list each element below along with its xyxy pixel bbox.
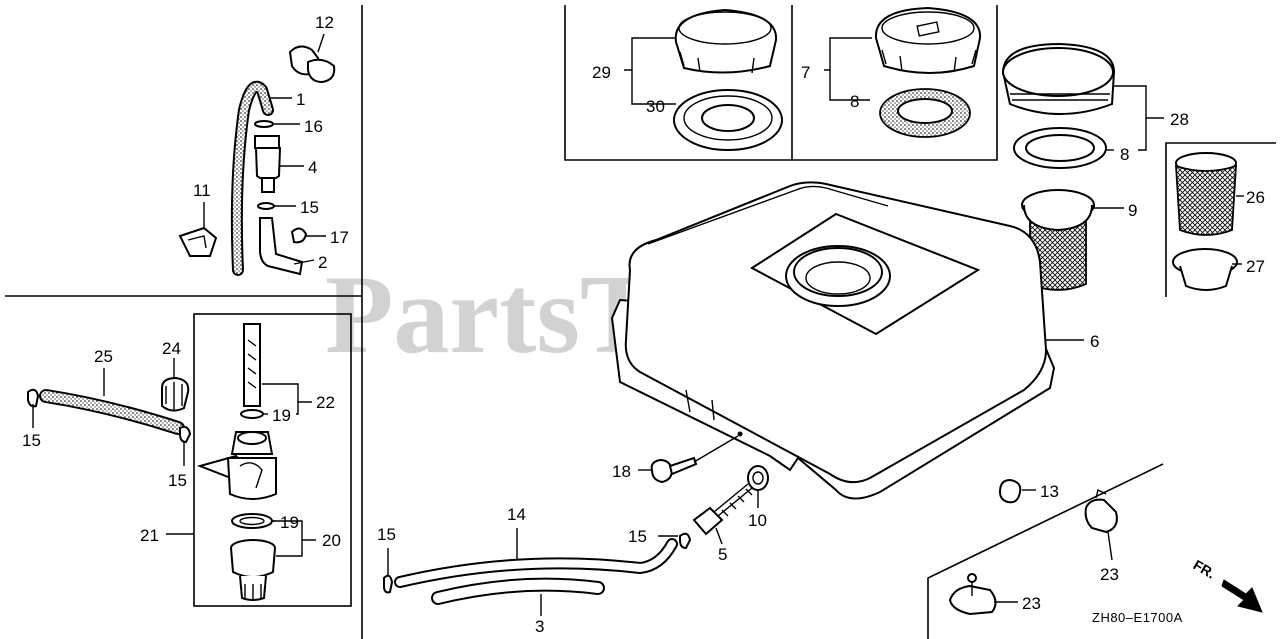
part-19-oring-lower — [231, 513, 273, 529]
part-27-ring — [1172, 248, 1238, 291]
part-2-hose — [259, 217, 304, 276]
part-4-filter — [254, 135, 282, 193]
callout-12: 12 — [315, 13, 334, 32]
callout-4: 4 — [308, 158, 317, 177]
callout-15-bottom-left: 15 — [377, 525, 396, 544]
callout-26: 26 — [1246, 188, 1265, 207]
part-12-clip — [288, 45, 336, 84]
part-11-clip — [178, 226, 218, 257]
callout-15-upper: 15 — [300, 198, 319, 217]
part-29-cap — [674, 8, 778, 74]
callout-14: 14 — [507, 505, 526, 524]
part-20-cup — [230, 539, 276, 601]
leader-lines — [32, 33, 1244, 616]
part-28-cap — [1001, 42, 1116, 115]
part-1-hose — [230, 80, 274, 276]
callout-8-top: 8 — [850, 92, 859, 111]
frame-lines — [5, 5, 1276, 639]
callout-29: 29 — [592, 63, 611, 82]
diagram-code: ZH80–E1700A — [1092, 610, 1183, 625]
part-22-pipe — [243, 323, 261, 407]
callout-1: 1 — [296, 90, 305, 109]
part-25-hose — [39, 389, 185, 435]
part-13-grommet — [998, 478, 1022, 504]
part-8-gasket-right — [1013, 127, 1107, 169]
callout-15-bottom-right: 15 — [628, 527, 647, 546]
callout-15-left: 15 — [22, 431, 41, 450]
part-15-clip-left — [27, 388, 40, 408]
callout-30: 30 — [646, 97, 665, 116]
part-15-clip-bottom-left — [383, 574, 394, 594]
callout-11: 11 — [193, 181, 211, 200]
part-16-clip — [254, 120, 274, 128]
part-14-hose — [394, 538, 678, 588]
part-10-washer — [747, 465, 769, 491]
part-19-oring-upper — [240, 409, 264, 419]
part-6-fuel-tank — [610, 181, 1056, 500]
callout-16: 16 — [304, 117, 323, 136]
direction-arrow — [1221, 579, 1263, 613]
callout-9: 9 — [1128, 201, 1137, 220]
callout-22: 22 — [316, 393, 335, 412]
part-18-bolt — [650, 456, 698, 484]
part-23-knob-bottom — [948, 573, 997, 616]
callout-13: 13 — [1040, 482, 1059, 501]
callout-17: 17 — [330, 228, 349, 247]
part-15-clip-bottom-right — [679, 532, 692, 550]
callout-24: 24 — [162, 339, 181, 358]
part-7-cap — [874, 6, 982, 74]
part-26-strainer — [1175, 152, 1237, 236]
callout-3: 3 — [535, 617, 544, 636]
callout-15-mid: 15 — [168, 471, 187, 490]
callout-2: 2 — [318, 253, 327, 272]
callout-23-right: 23 — [1100, 565, 1119, 584]
direction-label: FR. — [1191, 556, 1219, 581]
callout-21: 21 — [140, 526, 159, 545]
part-24-cap — [161, 376, 190, 412]
part-8-gasket-top — [879, 88, 971, 138]
callout-18: 18 — [612, 462, 631, 481]
callout-20: 20 — [322, 531, 341, 550]
part-21-valve — [196, 431, 277, 500]
part-5-fitting — [692, 483, 753, 536]
callout-10: 10 — [748, 511, 767, 530]
callout-7: 7 — [801, 63, 810, 82]
callout-5: 5 — [718, 545, 727, 564]
part-3-hose — [431, 577, 605, 605]
callout-25: 25 — [94, 347, 113, 366]
callout-23-bottom: 23 — [1022, 594, 1041, 613]
callout-28: 28 — [1170, 110, 1189, 129]
part-17-clip — [290, 227, 308, 244]
part-9-strainer — [1021, 189, 1095, 291]
part-23-knob-right — [1084, 488, 1118, 534]
callout-labels: 29 30 7 8 8 28 9 26 27 6 12 1 16 4 11 15… — [22, 13, 1265, 636]
callout-19-lower: 19 — [280, 513, 299, 532]
callout-6: 6 — [1090, 332, 1099, 351]
part-30-gasket — [673, 89, 783, 151]
callout-19-upper: 19 — [272, 406, 291, 425]
part-15-clip-upper — [257, 202, 275, 210]
callout-27: 27 — [1246, 257, 1265, 276]
part-15-clip-mid — [179, 425, 192, 444]
callout-8-right: 8 — [1120, 145, 1129, 164]
